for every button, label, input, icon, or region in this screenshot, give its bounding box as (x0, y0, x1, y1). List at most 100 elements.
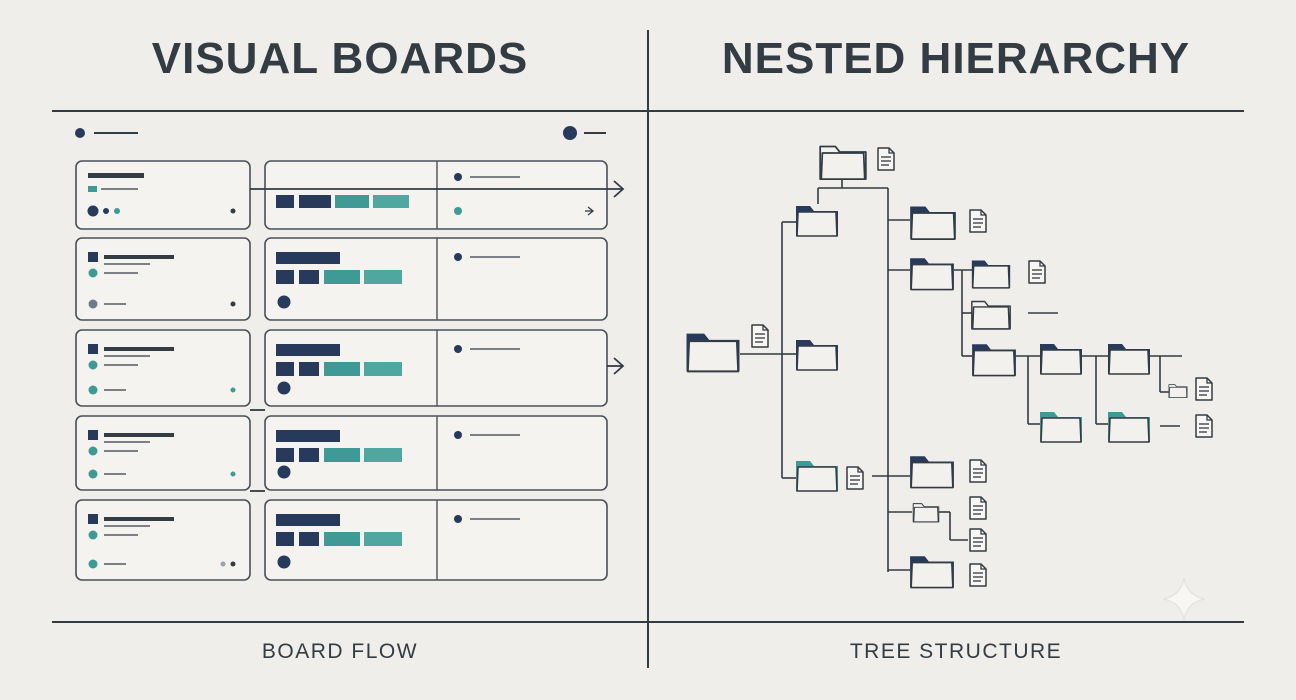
document-icon (1195, 377, 1213, 401)
card-title-block (276, 430, 340, 442)
board-card-wide (264, 499, 608, 581)
progress-block (364, 532, 402, 546)
progress-block (276, 362, 294, 376)
document-icon (1028, 260, 1046, 284)
status-dot (88, 469, 98, 479)
item-dot (454, 431, 462, 439)
flow-arrows (250, 180, 625, 492)
card-title-block (276, 252, 340, 264)
item-dot (454, 173, 462, 181)
board-card (75, 415, 251, 491)
status-dot (88, 360, 98, 370)
board-card (75, 329, 251, 407)
card-title-block (276, 514, 340, 526)
folder-icon (971, 300, 1011, 330)
document-icon (846, 466, 864, 490)
card-heading-bar (104, 433, 174, 437)
status-dot (220, 561, 226, 567)
header-dot (563, 126, 577, 140)
item-dot (454, 253, 462, 261)
board-header (75, 126, 606, 140)
card-tag (88, 186, 97, 192)
progress-block (276, 448, 294, 462)
arrow-right-icon (613, 357, 625, 375)
status-dot (88, 446, 98, 456)
card-square (88, 430, 98, 440)
tree-connectors (740, 175, 1182, 572)
document-icon (969, 209, 987, 233)
board-row (75, 237, 608, 321)
assignee-dot (277, 555, 291, 569)
status-dot (230, 471, 236, 477)
sparkle-icon (1162, 577, 1206, 621)
progress-block (276, 270, 294, 284)
folder-icon (685, 332, 741, 373)
progress-block (276, 195, 294, 208)
folder-icon (909, 555, 955, 589)
folder-icon (795, 339, 839, 371)
card-heading-bar (104, 517, 174, 521)
board-row (75, 329, 608, 407)
folder-icon (909, 455, 955, 489)
arrow-right-icon (613, 180, 625, 198)
document-icon (969, 496, 987, 520)
board-rows (75, 160, 608, 581)
avatar-dot (103, 208, 109, 214)
avatar-dot (87, 205, 99, 217)
board-card-wide (264, 160, 608, 230)
board-row (75, 499, 608, 581)
board-row (75, 415, 608, 491)
folder-icon (912, 503, 940, 523)
card-square (88, 252, 98, 262)
progress-block (335, 195, 369, 208)
folder-icon (909, 205, 957, 240)
folder-icon (971, 259, 1011, 289)
left-panel-caption: BOARD FLOW (261, 640, 419, 663)
header-dot (75, 128, 85, 138)
card-square (88, 514, 98, 524)
folder-icon (795, 460, 839, 492)
right-panel-title: NESTED HIERARCHY (721, 34, 1191, 83)
board-card (75, 499, 251, 581)
item-dot (454, 515, 462, 523)
document-icon (877, 147, 895, 171)
board-row (75, 160, 608, 230)
progress-block (373, 195, 409, 208)
assignee-dot (277, 465, 291, 479)
document-icon (969, 563, 987, 587)
progress-block (364, 270, 402, 284)
card-heading-bar (104, 255, 174, 259)
folder-icon (819, 145, 867, 180)
board-card-wide (264, 237, 608, 321)
folder-icon (909, 257, 955, 291)
folder-icon (1039, 411, 1083, 443)
folder-icon (1107, 343, 1151, 375)
progress-block (324, 448, 360, 462)
card-square (88, 344, 98, 354)
status-dot (88, 559, 98, 569)
progress-block (276, 532, 294, 546)
document-icon (751, 324, 769, 348)
card-heading-bar (104, 347, 174, 351)
frame-lines (52, 30, 1244, 668)
status-dot (88, 268, 98, 278)
folder-icon (971, 343, 1017, 377)
status-dot (230, 208, 236, 214)
progress-block (299, 532, 319, 546)
folder-icon (1107, 411, 1151, 443)
left-panel-title: VISUAL BOARDS (151, 34, 529, 83)
folder-icon (1168, 384, 1188, 398)
status-dot (88, 299, 98, 309)
progress-block (299, 448, 319, 462)
board-card (75, 160, 251, 230)
document-icon (969, 459, 987, 483)
progress-block (324, 270, 360, 284)
item-dot (454, 345, 462, 353)
board-card-wide (264, 415, 608, 491)
right-panel-caption: TREE STRUCTURE (849, 640, 1063, 663)
avatar-dot (114, 208, 120, 214)
folder-icon (795, 205, 839, 237)
board-card-wide (264, 329, 608, 407)
status-dot (88, 530, 98, 540)
